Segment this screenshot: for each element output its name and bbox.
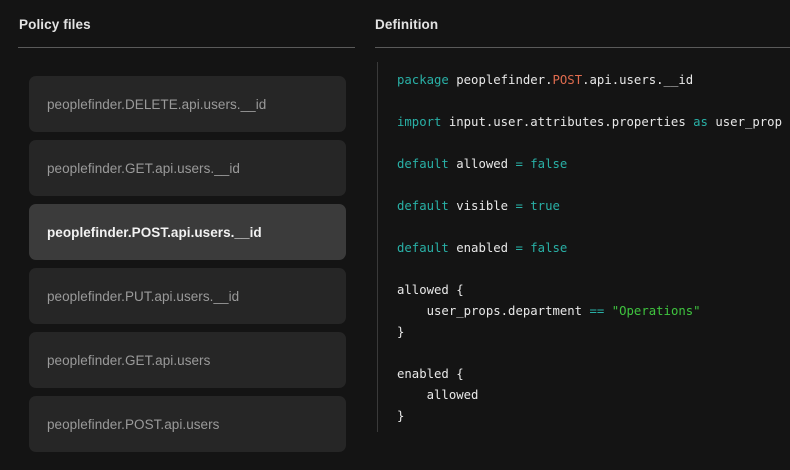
code-line: package peoplefinder.POST.api.users.__id [397, 70, 782, 91]
code-line: default visible = true [397, 196, 782, 217]
code-line [397, 91, 782, 112]
policy-definition-code[interactable]: package peoplefinder.POST.api.users.__id… [397, 70, 782, 460]
code-token-plain: enabled [456, 241, 516, 255]
code-line: default allowed = false [397, 154, 782, 175]
code-token-plain: allowed { [397, 283, 464, 297]
policy-file-label: peoplefinder.GET.api.users [47, 352, 211, 368]
panel-vertical-divider [377, 62, 378, 432]
policy-files-title: Policy files [19, 17, 91, 32]
definition-divider [375, 47, 790, 48]
code-token-kw: import [397, 115, 449, 129]
code-token-plain: allowed [397, 388, 479, 402]
code-token-bool: true [530, 199, 560, 213]
policy-file-item[interactable]: peoplefinder.DELETE.api.users.__id [29, 76, 346, 132]
code-line [397, 175, 782, 196]
code-token-plain: enabled { [397, 367, 464, 381]
policy-files-panel: Policy files peoplefinder.DELETE.api.use… [0, 0, 375, 470]
code-line: user_props.department == "Operations" [397, 301, 782, 322]
policy-file-item[interactable]: peoplefinder.PUT.api.users.__id [29, 268, 346, 324]
code-token-plain: user_props.department [397, 304, 590, 318]
code-line: } [397, 406, 782, 427]
code-line: allowed [397, 385, 782, 406]
code-line: default enabled = false [397, 238, 782, 259]
code-line: allowed { [397, 280, 782, 301]
code-token-kw: default [397, 199, 457, 213]
policy-file-label: peoplefinder.PUT.api.users.__id [47, 288, 240, 304]
code-token-op: = [515, 199, 531, 213]
code-token-plain: input.user.attributes.properties [448, 115, 694, 129]
code-token-str: "Operations" [611, 304, 701, 318]
policy-file-item[interactable]: peoplefinder.POST.api.users [29, 396, 346, 452]
code-token-plain: peoplefinder. [456, 73, 553, 87]
code-token-op: == [589, 304, 612, 318]
code-token-plain: } [397, 325, 405, 339]
policy-file-label: peoplefinder.DELETE.api.users.__id [47, 96, 267, 112]
code-token-kw: default [397, 157, 457, 171]
definition-panel: Definition package peoplefinder.POST.api… [375, 0, 790, 470]
code-line [397, 133, 782, 154]
policy-file-item[interactable]: peoplefinder.GET.api.users [29, 332, 346, 388]
code-token-plain: } [397, 409, 405, 423]
policy-file-label: peoplefinder.GET.api.users.__id [47, 160, 240, 176]
code-token-kw: as [693, 115, 716, 129]
code-line [397, 259, 782, 280]
code-token-pkg: POST [552, 73, 583, 87]
policy-file-item[interactable]: peoplefinder.POST.api.users.__id [29, 204, 346, 260]
code-token-plain: .api.users.__id [582, 73, 694, 87]
code-line: enabled { [397, 364, 782, 385]
code-token-plain: visible [456, 199, 516, 213]
code-token-kw: package [397, 73, 457, 87]
code-line: import input.user.attributes.properties … [397, 112, 782, 133]
code-token-bool: false [530, 157, 568, 171]
code-token-plain: user_props [715, 115, 782, 129]
code-token-kw: default [397, 241, 457, 255]
code-line [397, 343, 782, 364]
policy-file-item[interactable]: peoplefinder.GET.api.users.__id [29, 140, 346, 196]
policy-files-divider [18, 47, 355, 48]
code-line: } [397, 322, 782, 343]
policy-file-label: peoplefinder.POST.api.users.__id [47, 224, 262, 240]
definition-title: Definition [375, 17, 439, 32]
code-token-plain: allowed [456, 157, 516, 171]
code-token-op: = [515, 241, 531, 255]
code-token-bool: false [530, 241, 568, 255]
code-token-op: = [515, 157, 531, 171]
code-line [397, 217, 782, 238]
policy-file-label: peoplefinder.POST.api.users [47, 416, 220, 432]
